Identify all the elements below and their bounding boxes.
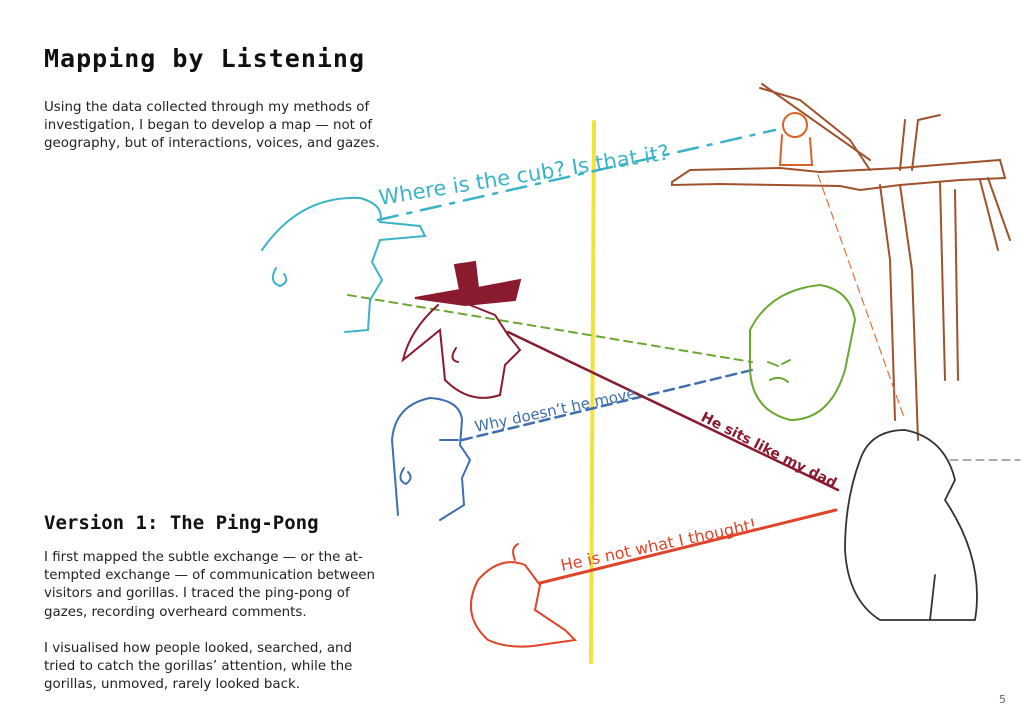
- paragraph-1: I first mapped the subtle exchange — or …: [44, 550, 376, 620]
- visitor-head-maroon: [401, 260, 522, 399]
- divider-line: [589, 120, 596, 664]
- tree-drawing: [671, 83, 1011, 441]
- gorilla-face-green: [749, 283, 857, 422]
- quote-sits-like-dad: He sits like my dad: [698, 409, 839, 491]
- monkey-drawing: [778, 112, 814, 166]
- gaze-line-maroon: [506, 330, 840, 492]
- visitor-head-cyan: [261, 196, 427, 333]
- gaze-line-red: [538, 508, 838, 585]
- page-number: 5: [999, 693, 1006, 706]
- gaze-line-green: [347, 294, 753, 363]
- page-title: Mapping by Listening: [44, 44, 366, 73]
- section-heading: Version 1: The Ping-Pong: [44, 512, 319, 534]
- baby-drawing: [470, 543, 578, 648]
- paragraph-2: I visualised how people looked, searched…: [44, 641, 353, 693]
- quote-not-what-thought: He is not what I thought!: [559, 515, 758, 575]
- gaze-line-blue: [460, 368, 754, 442]
- gorilla-body: [844, 429, 978, 621]
- quote-where-is-cub: Where is the cub? Is that it?: [377, 140, 671, 210]
- gaze-line-cyan: [376, 128, 777, 222]
- quote-why-doesnt-move: Why doesn’t he move.: [473, 383, 642, 436]
- gaze-line-monkey: [817, 174, 906, 421]
- visitor-head-blue: [390, 396, 472, 521]
- intro-paragraph: Using the data collected through my meth…: [44, 100, 380, 152]
